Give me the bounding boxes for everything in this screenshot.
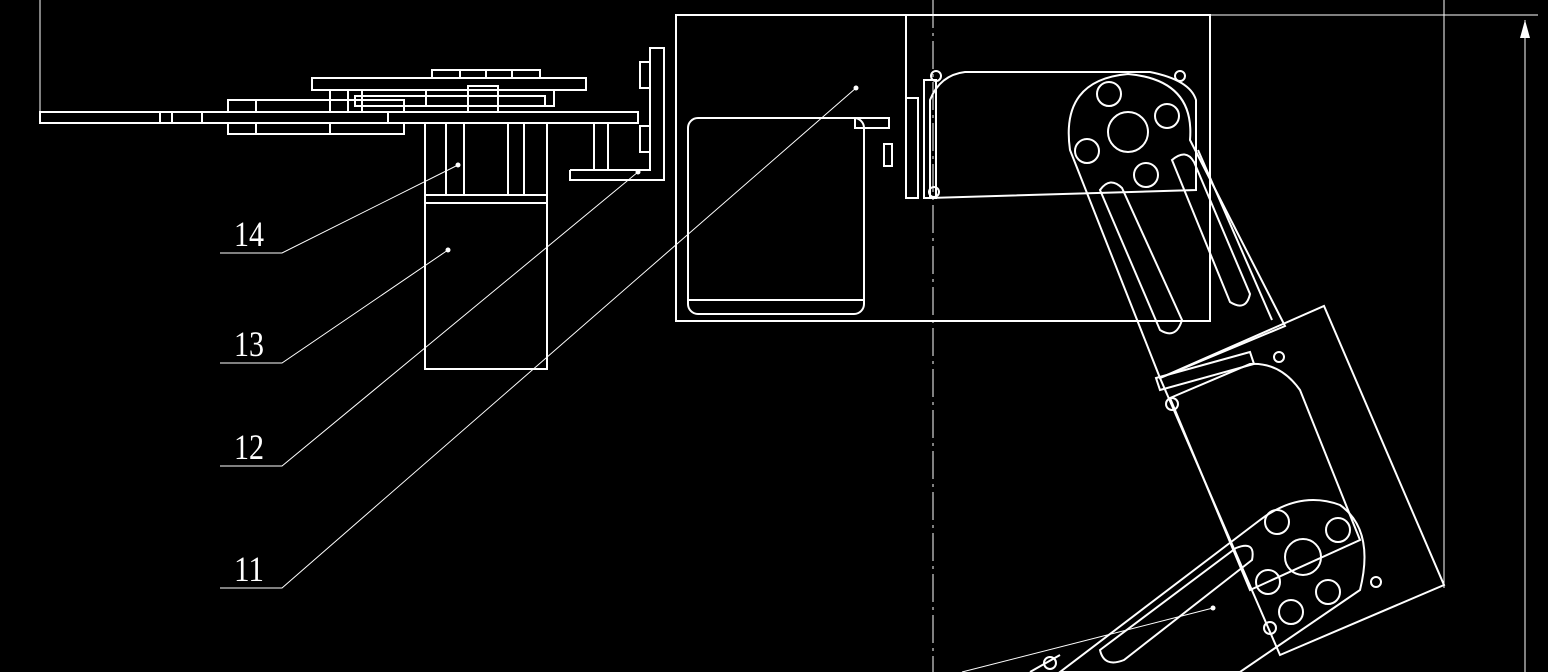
callout-label-12: 12 <box>234 427 264 467</box>
leader-line-lower <box>961 607 1214 672</box>
leader-dot-lower <box>1210 605 1216 611</box>
leader-dot-13 <box>445 247 451 253</box>
callout-label-13: 13 <box>234 324 264 364</box>
callout-label-11: 11 <box>234 549 264 589</box>
callout-label-14: 14 <box>234 214 264 254</box>
leader-dot-12 <box>635 169 641 175</box>
gripper-motor <box>424 122 548 370</box>
leader-dot-14 <box>455 162 461 168</box>
leader-line-11 <box>220 87 857 589</box>
leader-line-14 <box>220 164 459 254</box>
leader-line-12 <box>220 171 639 467</box>
lower-servo <box>1154 304 1446 657</box>
upper-arm-link <box>1067 72 1287 380</box>
callout-labels: 14 13 12 11 <box>234 214 264 589</box>
forearm-link <box>1029 499 1366 672</box>
leader-lines <box>220 85 1216 672</box>
leader-dot-11 <box>853 85 859 91</box>
wrist-servo-housing <box>675 14 1211 322</box>
dimension-lines <box>1210 0 1538 672</box>
leader-line-13 <box>220 249 449 364</box>
motor-bracket <box>569 47 665 181</box>
gripper-plate-assembly <box>39 69 639 135</box>
upper-servo <box>923 70 1197 200</box>
